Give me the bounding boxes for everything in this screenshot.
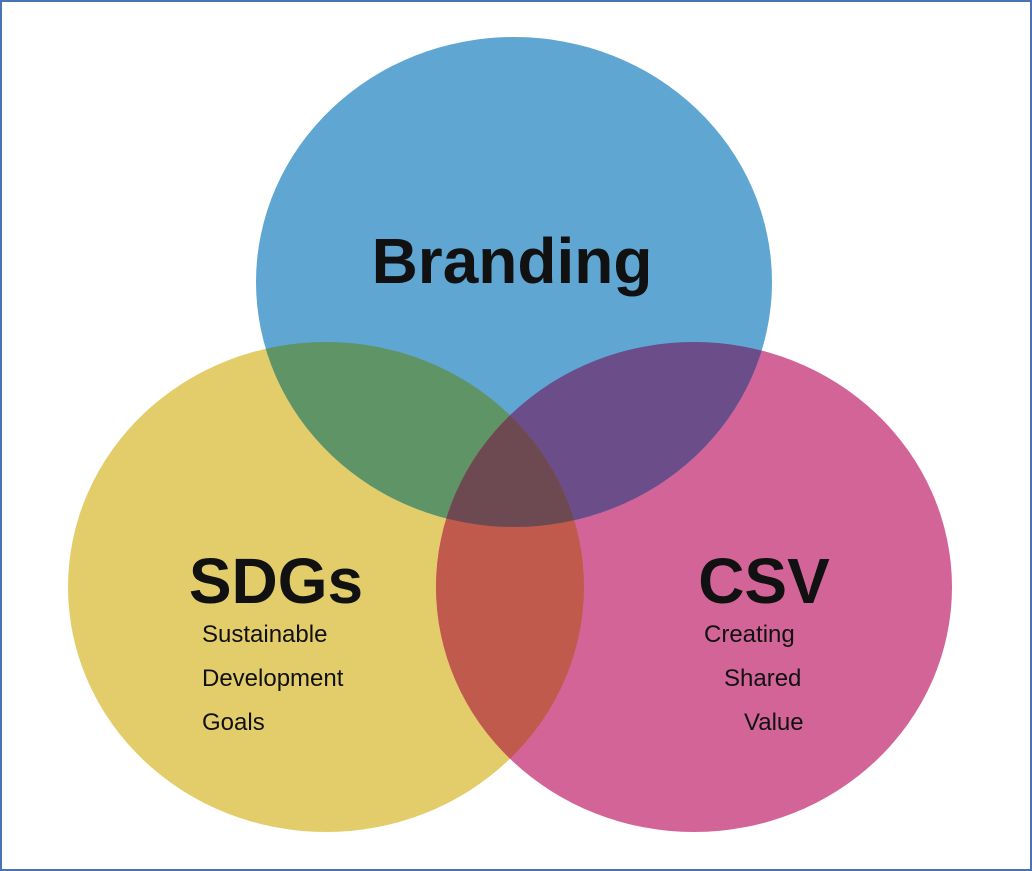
csv-subtitle-line-2: Shared: [724, 665, 801, 692]
csv-subtitle-line-3: Value: [744, 709, 804, 736]
overlap-branding-csv: [436, 342, 772, 527]
csv-title: CSV: [698, 545, 830, 617]
sdgs-subtitle-line-1: Sustainable: [202, 621, 327, 648]
branding-title: Branding: [372, 225, 653, 297]
csv-subtitle-line-1: Creating: [704, 621, 795, 648]
sdgs-subtitle-line-3: Goals: [202, 709, 265, 736]
sdgs-title: SDGs: [189, 545, 363, 617]
overlap-branding-sdgs: [256, 342, 584, 527]
sdgs-subtitle-line-2: Development: [202, 665, 344, 692]
